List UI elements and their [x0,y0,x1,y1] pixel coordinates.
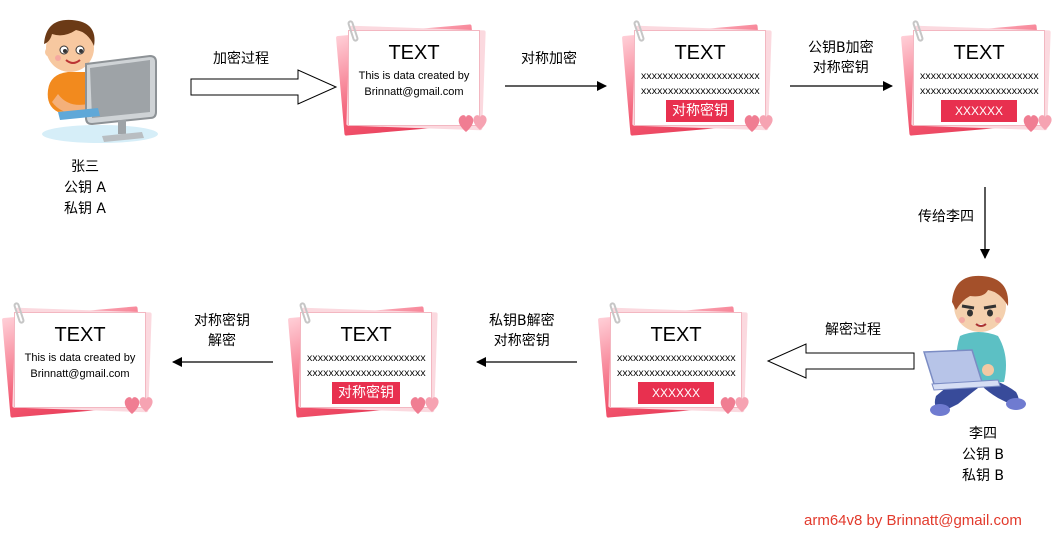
label-privkey-decrypt: 私钥B解密 对称密钥 [489,311,555,351]
author-credit: arm64v8 by Brinnatt@gmail.com [804,512,1022,529]
label-symkey-decrypt-line1: 对称密钥 [194,313,250,329]
card-ciphertext-top: TEXT xxxxxxxxxxxxxxxxxxxxxx xxxxxxxxxxxx… [621,19,776,136]
card-line: Brinnatt@gmail.com [30,368,130,380]
card-title: TEXT [674,42,726,64]
label-encrypt-process: 加密过程 [213,51,269,67]
card-title: TEXT [340,324,392,346]
sender-private-key: 私钥 A [63,201,107,217]
label-privkey-decrypt-line1: 私钥B解密 [489,313,555,329]
sender-caption: 张三 公钥 A 私钥 A [40,157,130,220]
hearts-icon [744,115,773,132]
card-line: xxxxxxxxxxxxxxxxxxxxxx [616,369,736,380]
card-line: xxxxxxxxxxxxxxxxxxxxxx [616,354,736,365]
card-ciphertext-bottom: TEXT xxxxxxxxxxxxxxxxxxxxxx xxxxxxxxxxxx… [287,301,442,418]
label-privkey-decrypt-line2: 对称密钥 [493,333,550,349]
label-pubkey-encrypt-line1: 公钥B加密 [808,40,874,56]
card-title: TEXT [54,324,106,346]
card-line: xxxxxxxxxxxxxxxxxxxxxx [919,87,1039,98]
card-title: TEXT [650,324,702,346]
hearts-icon [410,397,439,414]
card-plaintext-bottom: TEXT This is data created by Brinnatt@gm… [1,301,156,418]
card-title: TEXT [953,42,1005,64]
card-line: xxxxxxxxxxxxxxxxxxxxxx [640,87,760,98]
hearts-icon [720,397,749,414]
card-line: xxxxxxxxxxxxxxxxxxxxxx [306,369,426,380]
card-line: xxxxxxxxxxxxxxxxxxxxxx [919,72,1039,83]
sender-name: 张三 [71,159,99,175]
block-arrow-encrypt [190,69,338,105]
card-line: This is data created by [24,352,136,364]
label-symmetric-encrypt: 对称加密 [521,51,577,67]
label-symkey-decrypt: 对称密钥 解密 [194,311,250,351]
card-ciphertext-locked-top: TEXT xxxxxxxxxxxxxxxxxxxxxx xxxxxxxxxxxx… [900,19,1055,136]
sender-avatar-icon [42,19,158,143]
hearts-icon [124,397,153,414]
block-arrow-decrypt [766,343,915,379]
hearts-icon [1023,115,1052,132]
label-pubkey-encrypt: 公钥B加密 对称密钥 [808,38,874,78]
label-send-to-receiver: 传给李四 [918,209,974,225]
sender-public-key: 公钥 A [63,180,107,196]
label-symkey-decrypt-line2: 解密 [208,333,236,349]
card-plaintext-top: TEXT This is data created by Brinnatt@gm… [335,19,490,136]
encrypted-key-badge: XXXXXX [940,100,1018,122]
receiver-name: 李四 [969,426,997,442]
receiver-caption: 李四 公钥 B 私钥 B [938,424,1028,487]
label-pubkey-encrypt-line2: 对称密钥 [812,60,869,76]
receiver-public-key: 公钥 B [961,447,1005,463]
card-title: TEXT [388,42,440,64]
hearts-icon [458,115,487,132]
card-line: This is data created by [358,70,470,82]
symmetric-key-badge: 对称密钥 [666,100,734,122]
label-decrypt-process: 解密过程 [825,322,881,338]
receiver-avatar-icon [922,275,1026,416]
card-line: xxxxxxxxxxxxxxxxxxxxxx [306,354,426,365]
symmetric-key-badge: 对称密钥 [332,382,400,404]
encrypted-key-badge: XXXXXX [637,382,715,404]
card-line: Brinnatt@gmail.com [364,86,464,98]
receiver-private-key: 私钥 B [961,468,1005,484]
card-line: xxxxxxxxxxxxxxxxxxxxxx [640,72,760,83]
card-ciphertext-locked-bottom: TEXT xxxxxxxxxxxxxxxxxxxxxx xxxxxxxxxxxx… [597,301,752,418]
